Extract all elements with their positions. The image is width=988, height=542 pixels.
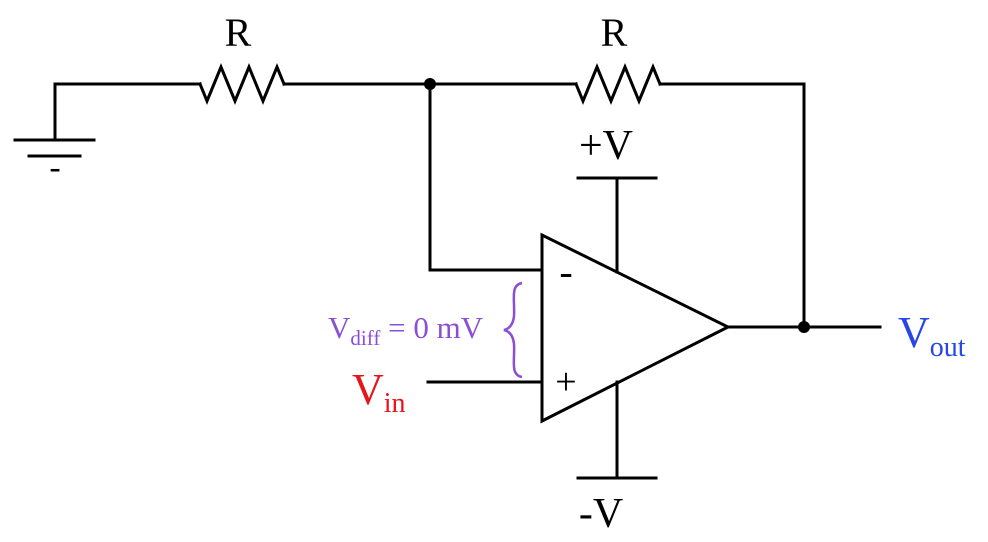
input-resistor: R [198, 10, 432, 105]
negative-supply: -V [576, 380, 658, 537]
input-voltage-label: Vin [352, 365, 406, 419]
ground-minus-label: - [49, 149, 60, 186]
feedback-resistor-lead-right [658, 82, 806, 329]
positive-supply: +V [576, 123, 658, 274]
feedback-resistor-label: R [601, 10, 628, 55]
input-resistor-label: R [225, 10, 252, 55]
vdiff-label-value: = 0 mV [380, 310, 483, 345]
vdiff-label-main: V [328, 310, 351, 345]
ground-wire [53, 82, 202, 142]
vdiff-brace [503, 281, 523, 379]
vdiff-label-sub: diff [350, 326, 380, 350]
negative-supply-label: -V [579, 491, 623, 537]
output-voltage-label-main: V [898, 308, 930, 357]
ground-symbol: - [13, 82, 202, 186]
input-resistor-zigzag [198, 63, 286, 105]
opamp-triangle [540, 232, 732, 424]
output-junction-dot [798, 321, 810, 333]
opamp-noninverting-symbol: + [555, 361, 576, 403]
feedback-junction-dot [424, 78, 436, 90]
opamp: - + [540, 232, 732, 424]
output-voltage-label-sub: out [930, 332, 966, 363]
feedback-resistor: R [428, 10, 806, 329]
output-voltage-label: Vout [898, 308, 966, 363]
opamp-inverting-symbol: - [559, 249, 572, 294]
inverting-input-wire [428, 82, 544, 272]
input-voltage-label-sub: in [384, 388, 406, 419]
input-voltage-label-main: V [352, 365, 384, 414]
feedback-resistor-zigzag [574, 63, 662, 105]
vdiff-label: Vdiff = 0 mV [328, 310, 484, 350]
positive-supply-label: +V [579, 123, 633, 169]
